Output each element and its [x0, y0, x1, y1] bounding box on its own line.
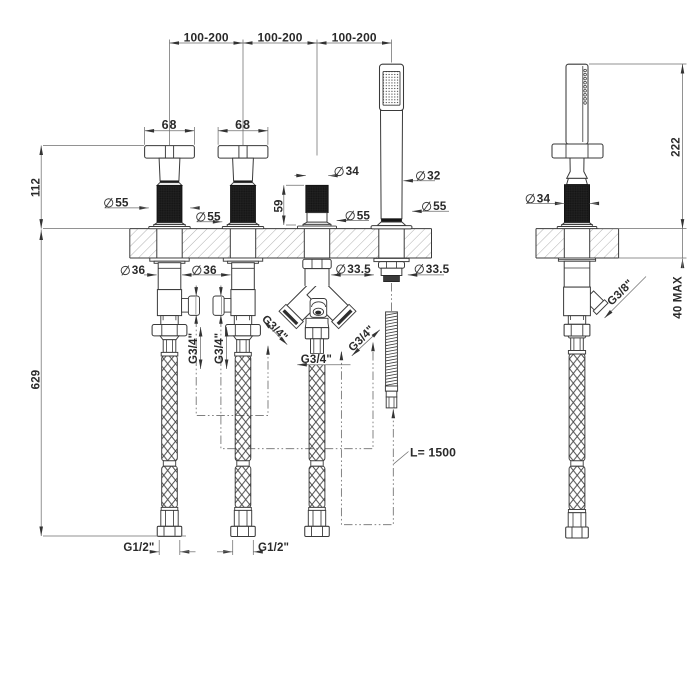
svg-text:L= 1500: L= 1500 — [410, 445, 456, 459]
svg-text:100-200: 100-200 — [332, 30, 377, 44]
svg-text:G3/4": G3/4" — [301, 354, 332, 366]
svg-text:36: 36 — [203, 263, 217, 277]
svg-text:222: 222 — [671, 137, 683, 157]
svg-text:55: 55 — [357, 208, 371, 222]
svg-text:33.5: 33.5 — [426, 262, 450, 276]
svg-text:100-200: 100-200 — [257, 30, 302, 44]
svg-text:33.5: 33.5 — [347, 262, 371, 276]
svg-text:59: 59 — [273, 199, 285, 212]
svg-text:55: 55 — [115, 196, 129, 210]
svg-text:32: 32 — [427, 169, 441, 183]
svg-text:G3/4": G3/4" — [214, 333, 226, 364]
svg-text:G1/2": G1/2" — [123, 542, 154, 554]
svg-text:40 MAX: 40 MAX — [672, 276, 684, 319]
svg-text:68: 68 — [162, 118, 178, 132]
svg-text:34: 34 — [537, 191, 551, 205]
svg-text:68: 68 — [235, 118, 251, 132]
svg-text:629: 629 — [31, 370, 43, 390]
svg-text:G3/4": G3/4" — [188, 333, 200, 364]
svg-text:100-200: 100-200 — [184, 30, 229, 44]
svg-text:55: 55 — [207, 210, 221, 224]
svg-text:G1/2": G1/2" — [258, 542, 289, 554]
svg-text:36: 36 — [132, 263, 146, 277]
svg-text:55: 55 — [433, 199, 447, 213]
svg-text:34: 34 — [346, 164, 360, 178]
svg-text:112: 112 — [31, 178, 43, 197]
